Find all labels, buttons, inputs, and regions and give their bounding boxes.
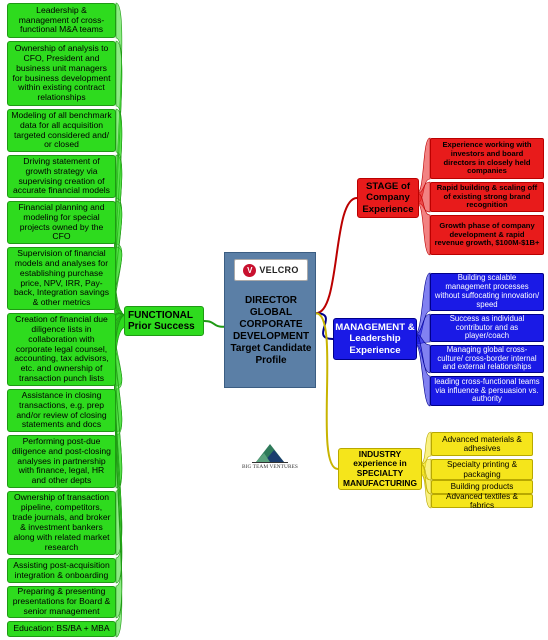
functional-item-11[interactable]: Assisting post-acquisition integration &…: [7, 558, 116, 583]
industry-item-3[interactable]: Building products: [431, 480, 533, 494]
functional-item-1[interactable]: Leadership & management of cross-functio…: [7, 3, 116, 38]
functional-item-7[interactable]: Creation of financial due diligence list…: [7, 313, 116, 386]
management-item-2[interactable]: Success as individual contributor and as…: [430, 314, 544, 342]
functional-item-13[interactable]: Education: BS/BA + MBA: [7, 621, 116, 637]
stage-hub[interactable]: STAGE of Company Experience: [357, 178, 419, 218]
industry-center-link: [315, 312, 339, 470]
functional-hub[interactable]: FUNCTIONAL Prior Success: [124, 306, 204, 336]
functional-item-9[interactable]: Performing post-due diligence and post-c…: [7, 435, 116, 488]
functional-item-5[interactable]: Financial planning and modeling for spec…: [7, 201, 116, 244]
mountain-icon: [252, 444, 288, 463]
stage-item-2[interactable]: Rapid building & scaling off of existing…: [430, 182, 544, 212]
stage-center-link: [315, 197, 358, 315]
functional-item-4[interactable]: Driving statement of growth strategy via…: [7, 155, 116, 198]
velcro-logo-icon: V: [243, 263, 257, 277]
big-team-ventures-logo: BIG TEAM VENTURES: [238, 440, 302, 476]
center-node[interactable]: V VELCRO DIRECTOR GLOBAL CORPORATE DEVEL…: [224, 252, 316, 388]
functional-item-2[interactable]: Ownership of analysis to CFO, President …: [7, 41, 116, 106]
velcro-logo-text: VELCRO: [259, 265, 299, 275]
functional-center-link: [203, 320, 225, 328]
functional-item-10[interactable]: Ownership of transaction pipeline, compe…: [7, 491, 116, 555]
management-item-1[interactable]: Building scalable management processes w…: [430, 273, 544, 311]
industry-item-2[interactable]: Specialty printing & packaging: [431, 459, 533, 480]
functional-item-12[interactable]: Preparing & presenting presentations for…: [7, 586, 116, 618]
management-item-3[interactable]: Managing global cross-culture/ cross-bor…: [430, 345, 544, 373]
stage-item-3[interactable]: Growth phase of company development & ra…: [430, 215, 544, 255]
industry-hub[interactable]: INDUSTRY experience in SPECIALTY MANUFAC…: [338, 448, 422, 490]
management-link-4: [414, 333, 431, 407]
industry-link-4: [419, 463, 432, 509]
stage-item-1[interactable]: Experience working with investors and bo…: [430, 138, 544, 179]
big-team-ventures-text: BIG TEAM VENTURES: [242, 464, 298, 470]
functional-item-8[interactable]: Assistance in closing transactions, e.g.…: [7, 389, 116, 432]
industry-item-1[interactable]: Advanced materials & adhesives: [431, 432, 533, 456]
velcro-logo: V VELCRO: [234, 259, 308, 281]
functional-item-3[interactable]: Modeling of all benchmark data for all a…: [7, 109, 116, 152]
stage-link-3: [416, 192, 431, 256]
management-item-4[interactable]: leading cross-functional teams via influ…: [430, 376, 544, 406]
functional-item-6[interactable]: Supervision of financial models and anal…: [7, 247, 116, 310]
center-title: DIRECTOR GLOBAL CORPORATE DEVELOPMENT Ta…: [230, 295, 312, 366]
management-hub[interactable]: MANAGEMENT & Leadership Experience: [333, 318, 417, 360]
industry-item-4[interactable]: Advanced textiles & fabrics: [431, 492, 533, 510]
